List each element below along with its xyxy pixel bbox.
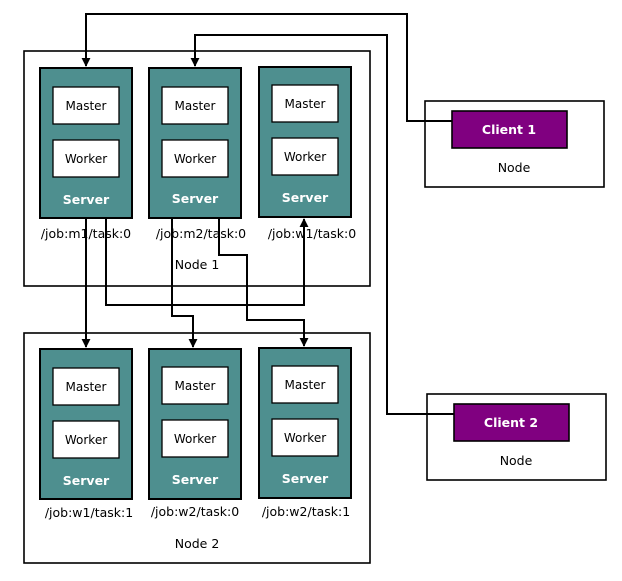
- master-box: [52, 367, 120, 406]
- server-w1: Master Worker Server: [258, 66, 352, 218]
- server-label: Server: [282, 190, 329, 205]
- server-label: Server: [63, 473, 110, 488]
- master-box: [161, 86, 229, 125]
- worker-label: Worker: [65, 152, 107, 166]
- server-label: Server: [282, 471, 329, 486]
- master-label: Master: [66, 380, 107, 394]
- client-1-label: Client 1: [482, 122, 536, 137]
- worker-box: [271, 418, 339, 457]
- task-label: /job:w1/task:0: [268, 226, 356, 241]
- worker-box: [52, 420, 120, 459]
- node-label: Node 2: [175, 536, 220, 551]
- worker-box: [161, 419, 229, 458]
- server-w1-1: Master Worker Server: [39, 348, 133, 500]
- client-node-label: Node: [500, 453, 533, 468]
- worker-box: [271, 137, 339, 176]
- task-label: /job:w2/task:0: [151, 504, 239, 519]
- worker-box: [161, 139, 229, 178]
- server-label: Server: [172, 191, 219, 206]
- master-box: [52, 86, 120, 125]
- m2-to-w2-task1-arrow: [218, 218, 309, 347]
- client-1-to-m1-arrow: [81, 13, 452, 122]
- task-label: /job:w1/task:1: [45, 505, 133, 520]
- master-label: Master: [175, 379, 216, 393]
- m1-to-w1-task0-arrow: [105, 218, 309, 306]
- client-2-node: Client 2 Node: [426, 393, 607, 481]
- client-2-to-m2-arrow: [190, 34, 454, 415]
- node-label: Node 1: [175, 257, 220, 272]
- task-label: /job:m2/task:0: [156, 226, 246, 241]
- worker-label: Worker: [174, 432, 216, 446]
- master-box: [271, 365, 339, 404]
- master-label: Master: [285, 378, 326, 392]
- server-label: Server: [63, 192, 110, 207]
- connections: [81, 13, 454, 415]
- task-label: /job:w2/task:1: [262, 504, 350, 519]
- client-node-label: Node: [498, 160, 531, 175]
- server-m1: Master Worker Server: [39, 67, 133, 219]
- client-1-node: Client 1 Node: [424, 100, 605, 188]
- master-box: [161, 366, 229, 405]
- client-2-box: [453, 403, 570, 442]
- master-box: [271, 84, 339, 123]
- node-1: Master Worker Server /job:m1/task:0 Mast…: [23, 50, 371, 287]
- m2-to-w2-task0-arrow: [171, 218, 198, 348]
- master-label: Master: [66, 99, 107, 113]
- server-label: Server: [172, 472, 219, 487]
- server-w2-0: Master Worker Server: [148, 348, 242, 500]
- node-2: Master Worker Server /job:w1/task:1 Mast…: [23, 332, 371, 564]
- worker-box: [52, 139, 120, 178]
- master-label: Master: [175, 99, 216, 113]
- worker-label: Worker: [284, 150, 326, 164]
- worker-label: Worker: [174, 152, 216, 166]
- master-label: Master: [285, 97, 326, 111]
- client-1-box: [451, 110, 568, 149]
- worker-label: Worker: [65, 433, 107, 447]
- worker-label: Worker: [284, 431, 326, 445]
- client-2-label: Client 2: [484, 415, 538, 430]
- server-w2-1: Master Worker Server: [258, 347, 352, 499]
- server-m2: Master Worker Server: [148, 67, 242, 219]
